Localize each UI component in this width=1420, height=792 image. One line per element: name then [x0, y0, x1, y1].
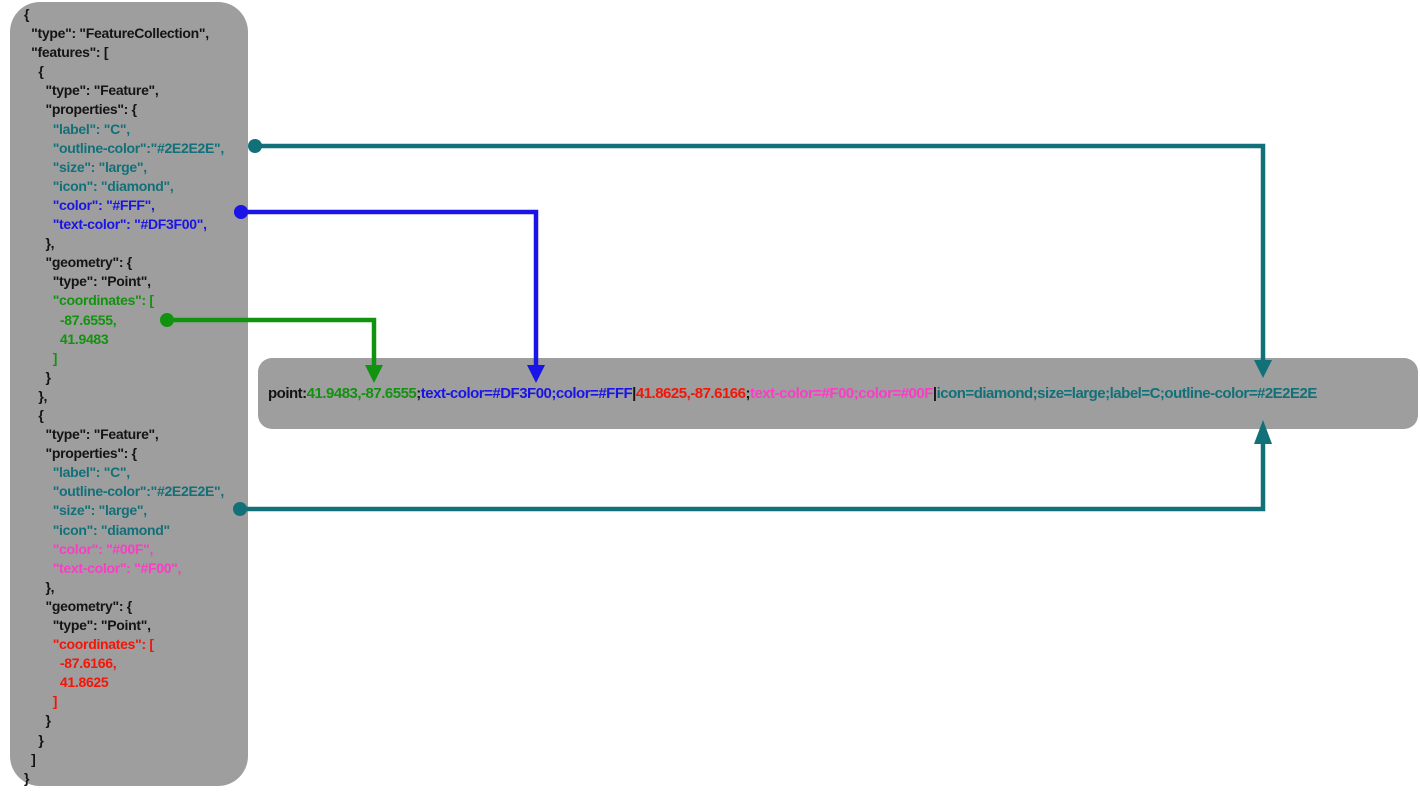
code-line: {	[24, 63, 44, 80]
code-line-color-2: "color": "#00F",	[24, 540, 154, 557]
point-parameter-bar: point: 41.9483,-87.6555 ; text-color=#DF…	[258, 358, 1418, 429]
code-line: },	[24, 235, 55, 252]
connector-shared-second-to-shared-segment	[233, 420, 1272, 516]
bar-segment-separator: |	[632, 385, 636, 402]
bar-segment-separator: |	[932, 385, 937, 402]
code-line-text-color-2: "text-color": "#F00",	[24, 559, 182, 576]
code-line: 41.8625	[24, 674, 109, 691]
connector-color-first-to-style-segment	[234, 205, 545, 383]
code-line: "label": "C",	[24, 464, 130, 481]
code-line: ]	[24, 693, 58, 710]
code-line-text-color-1: "text-color": "#DF3F00",	[24, 216, 207, 233]
bar-segment-coordinates-2: 41.8625,-87.6166	[635, 385, 746, 402]
code-line: -87.6555,	[24, 311, 117, 328]
code-line-size-2: "size": "large",	[24, 502, 147, 519]
code-line: {	[24, 406, 44, 423]
connector-line	[255, 143, 1266, 360]
code-line: "type": "Point",	[24, 273, 151, 290]
code-line: "properties": {	[24, 101, 138, 118]
bar-segment-separator: ;	[416, 385, 421, 402]
code-line: 41.9483	[24, 330, 109, 347]
connector-dot	[248, 139, 262, 153]
code-line: }	[24, 712, 51, 729]
code-line: -87.6166,	[24, 655, 117, 672]
bar-segment-separator: ;	[745, 385, 750, 402]
code-line: "type": "Feature",	[24, 426, 159, 443]
code-line: "geometry": {	[24, 254, 133, 271]
code-line: "type": "Feature",	[24, 82, 159, 99]
code-line: },	[24, 578, 55, 595]
code-line: ]	[24, 750, 36, 767]
code-line: "type": "FeatureCollection",	[24, 25, 209, 42]
code-line: "size": "large",	[24, 158, 147, 175]
code-line: "icon": "diamond"	[24, 521, 170, 538]
connector-line	[240, 444, 1266, 512]
code-line: }	[24, 731, 44, 748]
bar-segment-point-prefix: point:	[268, 385, 307, 402]
connector-outline-color-first-to-shared	[248, 139, 1272, 378]
code-line-color-1: "color": "#FFF",	[24, 196, 155, 213]
code-line: "type": "Point",	[24, 617, 151, 633]
code-line-outline-color-1: "outline-color":"#2E2E2E",	[24, 139, 225, 156]
code-line: "label": "C",	[24, 120, 130, 137]
code-line-coordinates-2: "coordinates": [	[24, 636, 154, 653]
code-line: ]	[24, 349, 58, 366]
bar-segment-style-2: text-color=#F00;color=#00F	[749, 385, 933, 402]
code-line: },	[24, 387, 48, 404]
bar-segment-coordinates-1: 41.9483,-87.6555	[306, 385, 417, 402]
code-line: "features": [	[24, 44, 109, 61]
code-line-coordinates-1: "coordinates": [	[24, 292, 154, 309]
geojson-panel: { "type": "FeatureCollection", "features…	[10, 2, 248, 786]
code-line: "icon": "diamond",	[24, 177, 174, 194]
bar-segment-style-1: text-color=#DF3F00;color=#FFF	[420, 385, 633, 402]
code-line: }	[24, 368, 51, 385]
code-line: }	[24, 769, 30, 786]
connector-line	[241, 209, 539, 365]
bar-segment-shared-style: icon=diamond;size=large;label=C;outline-…	[936, 385, 1318, 402]
code-line: "geometry": {	[24, 597, 133, 614]
code-line: "properties": {	[24, 445, 138, 462]
code-line: {	[24, 6, 30, 22]
code-line-outline-color-2: "outline-color":"#2E2E2E",	[24, 483, 225, 500]
